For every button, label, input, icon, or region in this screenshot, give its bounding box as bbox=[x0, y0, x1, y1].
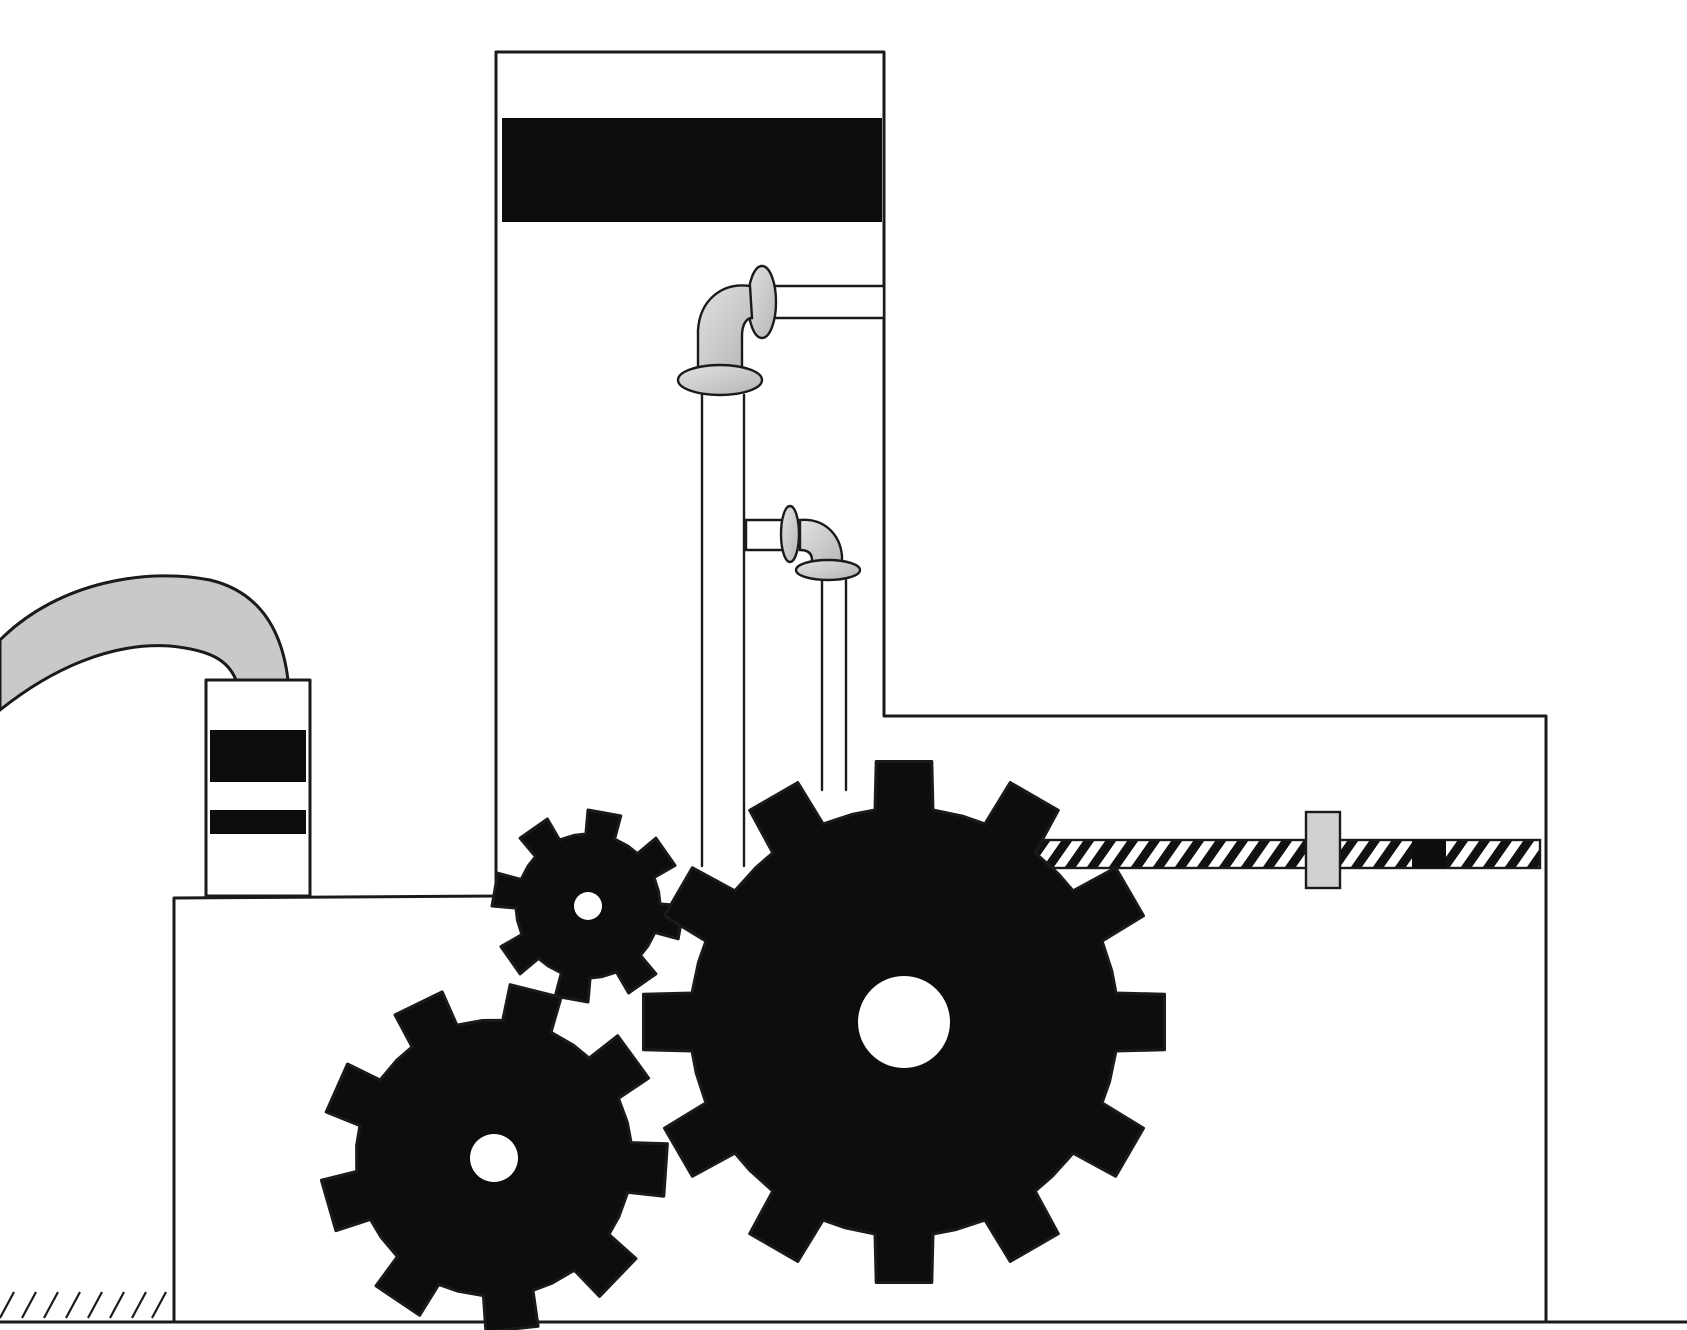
upper-pipe-vertical bbox=[702, 395, 744, 866]
shaft-nut bbox=[1306, 812, 1340, 888]
upper-pipe-elbow bbox=[698, 285, 752, 372]
chimney-stripe-narrow bbox=[210, 810, 306, 834]
lower-pipe-vertical bbox=[822, 580, 846, 790]
shaft-thread bbox=[1030, 840, 1540, 868]
small-gear-hub-hole bbox=[574, 892, 602, 920]
upper-pipe-horizontal bbox=[770, 286, 884, 318]
large-gear-hub-hole bbox=[858, 976, 950, 1068]
lower-pipe-flange-left bbox=[781, 506, 799, 562]
chimney-body bbox=[206, 680, 310, 896]
chimney bbox=[0, 576, 310, 896]
tower-dark-band bbox=[502, 118, 882, 222]
ground-hatching bbox=[0, 1292, 166, 1318]
lower-pipe-flange-bottom bbox=[796, 560, 860, 580]
chimney-stripe-wide bbox=[210, 730, 306, 782]
smoke-plume bbox=[0, 576, 288, 710]
left-gear-hub-hole bbox=[470, 1134, 518, 1182]
upper-pipe-flange-bottom bbox=[678, 365, 762, 395]
ground bbox=[0, 1292, 1687, 1322]
shaft-dark-segment bbox=[1412, 840, 1446, 868]
lower-pipe-horizontal bbox=[746, 520, 784, 550]
pipes bbox=[678, 266, 884, 866]
